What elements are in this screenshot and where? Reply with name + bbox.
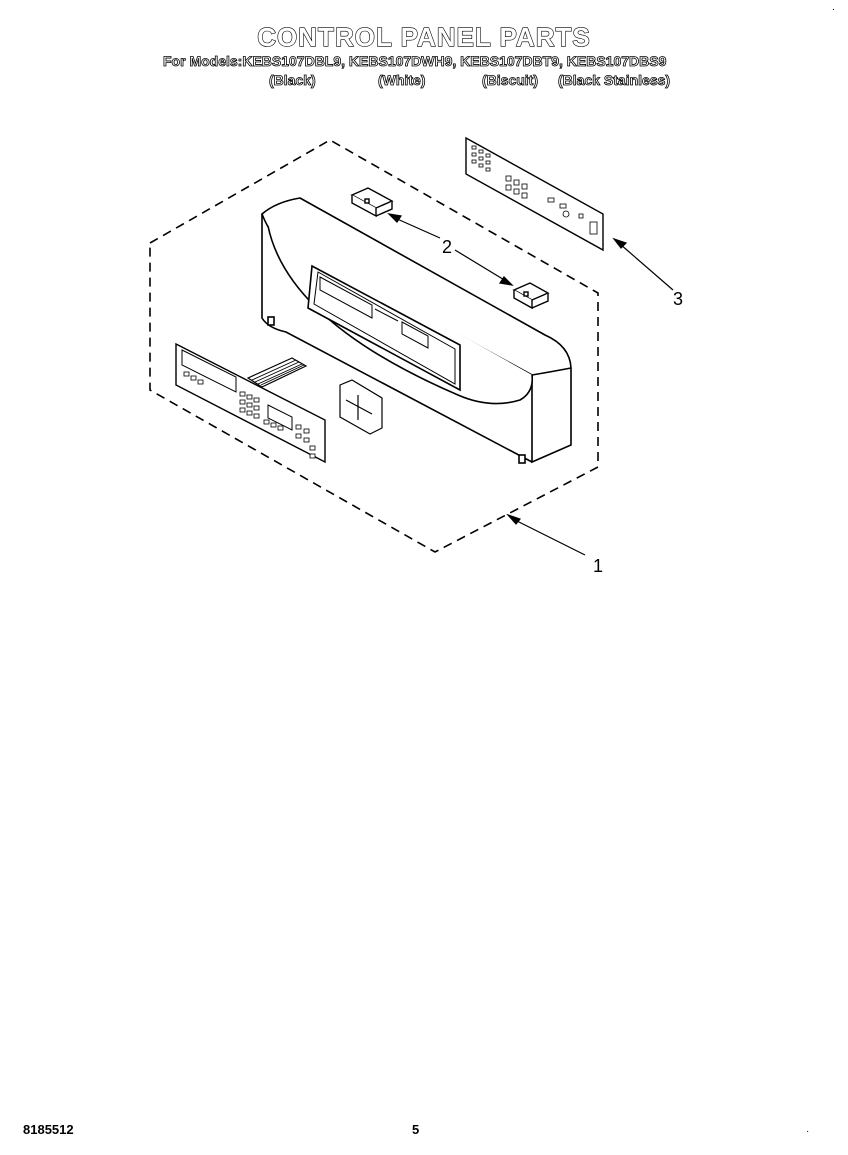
leader-lines bbox=[387, 213, 674, 556]
page-number: 5 bbox=[412, 1122, 420, 1137]
corner-mark-bottom: · bbox=[806, 1126, 810, 1137]
variant-biscuit: (Biscuit) bbox=[482, 72, 539, 89]
mounting-bracket-upper bbox=[350, 187, 394, 218]
callout-1: 1 bbox=[593, 556, 603, 576]
control-panel-housing bbox=[261, 197, 572, 464]
variant-white: (White) bbox=[378, 72, 426, 89]
page-title: CONTROL PANEL PARTS bbox=[257, 21, 591, 52]
variant-black-stainless: (Black Stainless) bbox=[558, 72, 671, 89]
callout-3: 3 bbox=[673, 289, 683, 309]
document-number: 8185512 bbox=[23, 1122, 74, 1137]
mounting-bracket-lower bbox=[512, 282, 550, 310]
models-line: For Models:KEBS107DBL9, KEBS107DWH9, KEB… bbox=[163, 53, 667, 70]
electronic-control-board bbox=[465, 136, 604, 252]
keypad-overlay bbox=[175, 342, 326, 464]
adhesive-pad bbox=[339, 379, 383, 435]
ribbon-cable bbox=[246, 357, 308, 388]
assembly-boundary bbox=[149, 139, 599, 553]
corner-mark-top: . bbox=[832, 2, 835, 13]
callout-2: 2 bbox=[442, 237, 452, 257]
variant-black: (Black) bbox=[269, 72, 316, 89]
